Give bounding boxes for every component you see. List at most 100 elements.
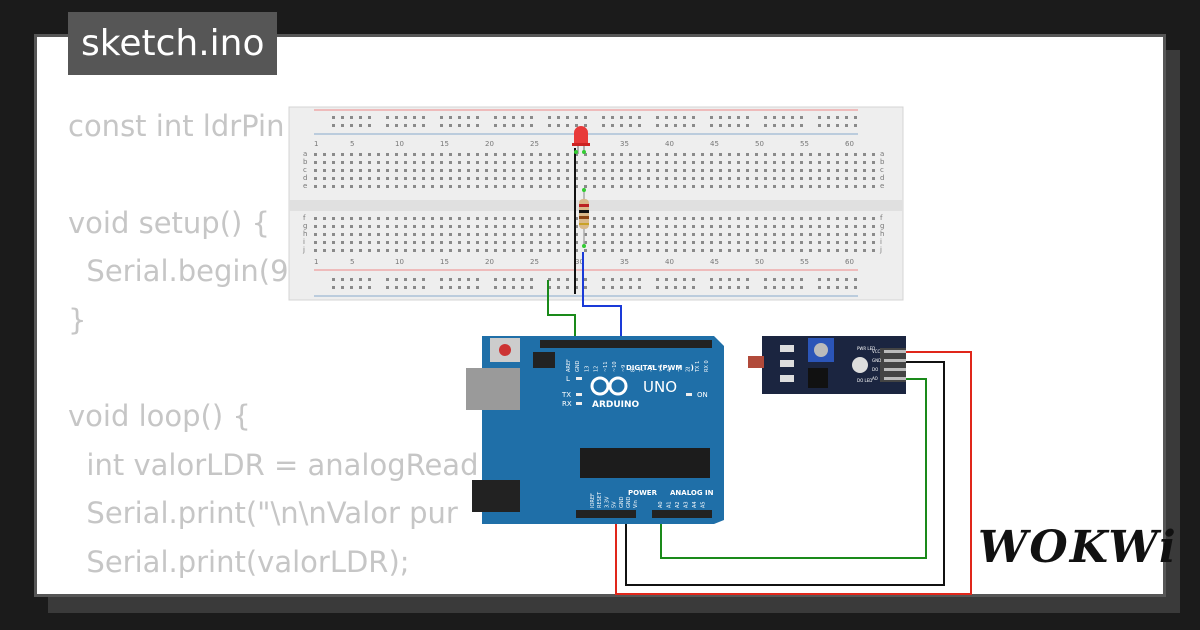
power-jack bbox=[472, 480, 520, 512]
usb-port bbox=[466, 368, 520, 410]
arduino-pin-label: 3.3V bbox=[604, 496, 610, 508]
red-led[interactable] bbox=[572, 126, 590, 154]
breadboard-column-number: 20 bbox=[485, 140, 494, 148]
wire-red-5v bbox=[615, 351, 972, 595]
breadboard-row-letter: j bbox=[302, 246, 305, 254]
arduino-pin-label: 13 bbox=[584, 366, 590, 372]
arduino-pin-label: ~9 bbox=[621, 365, 627, 372]
arduino-pin-label: GND bbox=[619, 496, 625, 508]
breadboard-row-letter: h bbox=[880, 230, 884, 238]
breadboard-column-number: 20 bbox=[485, 258, 494, 266]
wire-black-gnd bbox=[625, 361, 945, 586]
arduino-uno-board[interactable]: UNO ARDUINO DIGITAL (PWM ~) POWER ANALOG… bbox=[466, 336, 724, 524]
led-rx-label: RX bbox=[562, 400, 572, 408]
analog-header bbox=[652, 510, 712, 518]
digital-header bbox=[540, 340, 712, 348]
breadboard-row-letter: d bbox=[303, 174, 307, 182]
pwr-led-label: PWR LED bbox=[857, 346, 875, 351]
breadboard-row-letter: e bbox=[303, 182, 307, 190]
arduino-pin-label: IOREF bbox=[590, 493, 596, 508]
arduino-pin-label: ~5 bbox=[658, 365, 664, 372]
code-line: Serial.print("\n\nValor pur bbox=[68, 496, 458, 531]
breadboard-row-letter: b bbox=[880, 158, 885, 166]
breadboard-row-letter: d bbox=[880, 174, 884, 182]
breadboard-column-number: 10 bbox=[395, 140, 404, 148]
code-line: Serial.print(valorLDR); bbox=[68, 544, 410, 579]
arduino-pin-label: ~6 bbox=[649, 365, 655, 372]
code-line: } bbox=[68, 302, 87, 337]
wires bbox=[547, 148, 972, 595]
ldr-pin-label: DO bbox=[872, 367, 878, 372]
led-tx-label: TX bbox=[561, 391, 571, 399]
breadboard-column-number: 40 bbox=[665, 258, 674, 266]
breadboard-column-number: 55 bbox=[800, 140, 809, 148]
ldr-pin[interactable] bbox=[884, 368, 906, 371]
arduino-pin-label: ~3 bbox=[676, 365, 682, 372]
arduino-pin-label: A0 bbox=[658, 501, 664, 508]
breadboard-column-number: 50 bbox=[755, 140, 764, 148]
arduino-pin-label: A2 bbox=[675, 501, 681, 508]
breadboard-column-number: 45 bbox=[710, 140, 719, 148]
led-l-label: L bbox=[566, 375, 570, 383]
code-line: Serial.begin(9 bbox=[68, 254, 289, 289]
arduino-pin-label: A5 bbox=[701, 501, 707, 508]
infinity-logo bbox=[590, 376, 628, 396]
arduino-pin-label: AREF bbox=[566, 359, 572, 372]
breadboard-column-number: 40 bbox=[665, 140, 674, 148]
breadboard-column-number: 30 bbox=[575, 258, 584, 266]
breadboard-column-number: 15 bbox=[440, 140, 449, 148]
breadboard: 1155101015152020252530303535404045455050… bbox=[288, 106, 904, 301]
breadboard-column-number: 15 bbox=[440, 258, 449, 266]
breadboard-column-number: 45 bbox=[710, 258, 719, 266]
arduino-pin-label: RX 0 bbox=[704, 360, 710, 372]
resistor[interactable] bbox=[574, 150, 589, 248]
wire-blue-resistor bbox=[582, 252, 622, 340]
breadboard-column-number: 35 bbox=[620, 258, 629, 266]
do-led-label: DO LED bbox=[857, 378, 872, 383]
breadboard-column-number: 60 bbox=[845, 258, 854, 266]
breadboard-column-number: 50 bbox=[755, 258, 764, 266]
breadboard-row-letter: f bbox=[303, 214, 306, 222]
file-tab-title: sketch.ino bbox=[68, 12, 278, 75]
code-line: void loop() { bbox=[68, 399, 251, 434]
arduino-pin-label: A3 bbox=[684, 501, 690, 508]
ldr-pin[interactable] bbox=[884, 359, 906, 362]
breadboard-row-letter: g bbox=[303, 222, 307, 230]
arduino-pin-label: Vin bbox=[633, 500, 639, 508]
wire-green-led bbox=[547, 280, 576, 340]
arduino-pin-label: 2 bbox=[686, 369, 692, 372]
arduino-pin-label: GND bbox=[626, 496, 632, 508]
code-line: void setup() { bbox=[68, 205, 270, 240]
digital-label: DIGITAL (PWM ~) bbox=[626, 364, 694, 372]
photoresistor bbox=[748, 356, 764, 368]
arduino-pin-label: ~10 bbox=[612, 361, 618, 372]
board-model: UNO bbox=[643, 378, 677, 396]
breadboard-row-letter: h bbox=[303, 230, 307, 238]
breadboard-column-number: 55 bbox=[800, 258, 809, 266]
breadboard-column-number: 10 bbox=[395, 258, 404, 266]
breadboard-row-letter: a bbox=[303, 150, 307, 158]
code-preview: const int ldrPin void setup() { Serial.be… bbox=[68, 102, 479, 586]
breadboard-column-number: 1 bbox=[314, 258, 318, 266]
breadboard-row-letter: g bbox=[880, 222, 884, 230]
breadboard-row-letter: e bbox=[880, 182, 884, 190]
breadboard-row-letter: f bbox=[880, 214, 883, 222]
breadboard-column-number: 1 bbox=[314, 140, 318, 148]
arduino-pin-label: ~11 bbox=[603, 361, 609, 372]
analog-label: ANALOG IN bbox=[670, 489, 714, 497]
ldr-pin[interactable] bbox=[884, 377, 906, 380]
arduino-pin-label: A1 bbox=[667, 501, 673, 508]
wokwi-logo: WOKWi bbox=[978, 522, 1178, 573]
arduino-pin-label: 4 bbox=[667, 369, 673, 372]
ldr-pin[interactable] bbox=[884, 350, 906, 353]
breadboard-column-number: 60 bbox=[845, 140, 854, 148]
breadboard-row-letter: a bbox=[880, 150, 884, 158]
breadboard-column-number: 5 bbox=[350, 140, 354, 148]
code-line: const int ldrPin bbox=[68, 109, 285, 143]
breadboard-column-number: 25 bbox=[530, 140, 539, 148]
breadboard-row-letter: i bbox=[880, 238, 882, 246]
atmega-chip bbox=[580, 448, 710, 478]
arduino-pin-label: 7 bbox=[640, 369, 646, 372]
